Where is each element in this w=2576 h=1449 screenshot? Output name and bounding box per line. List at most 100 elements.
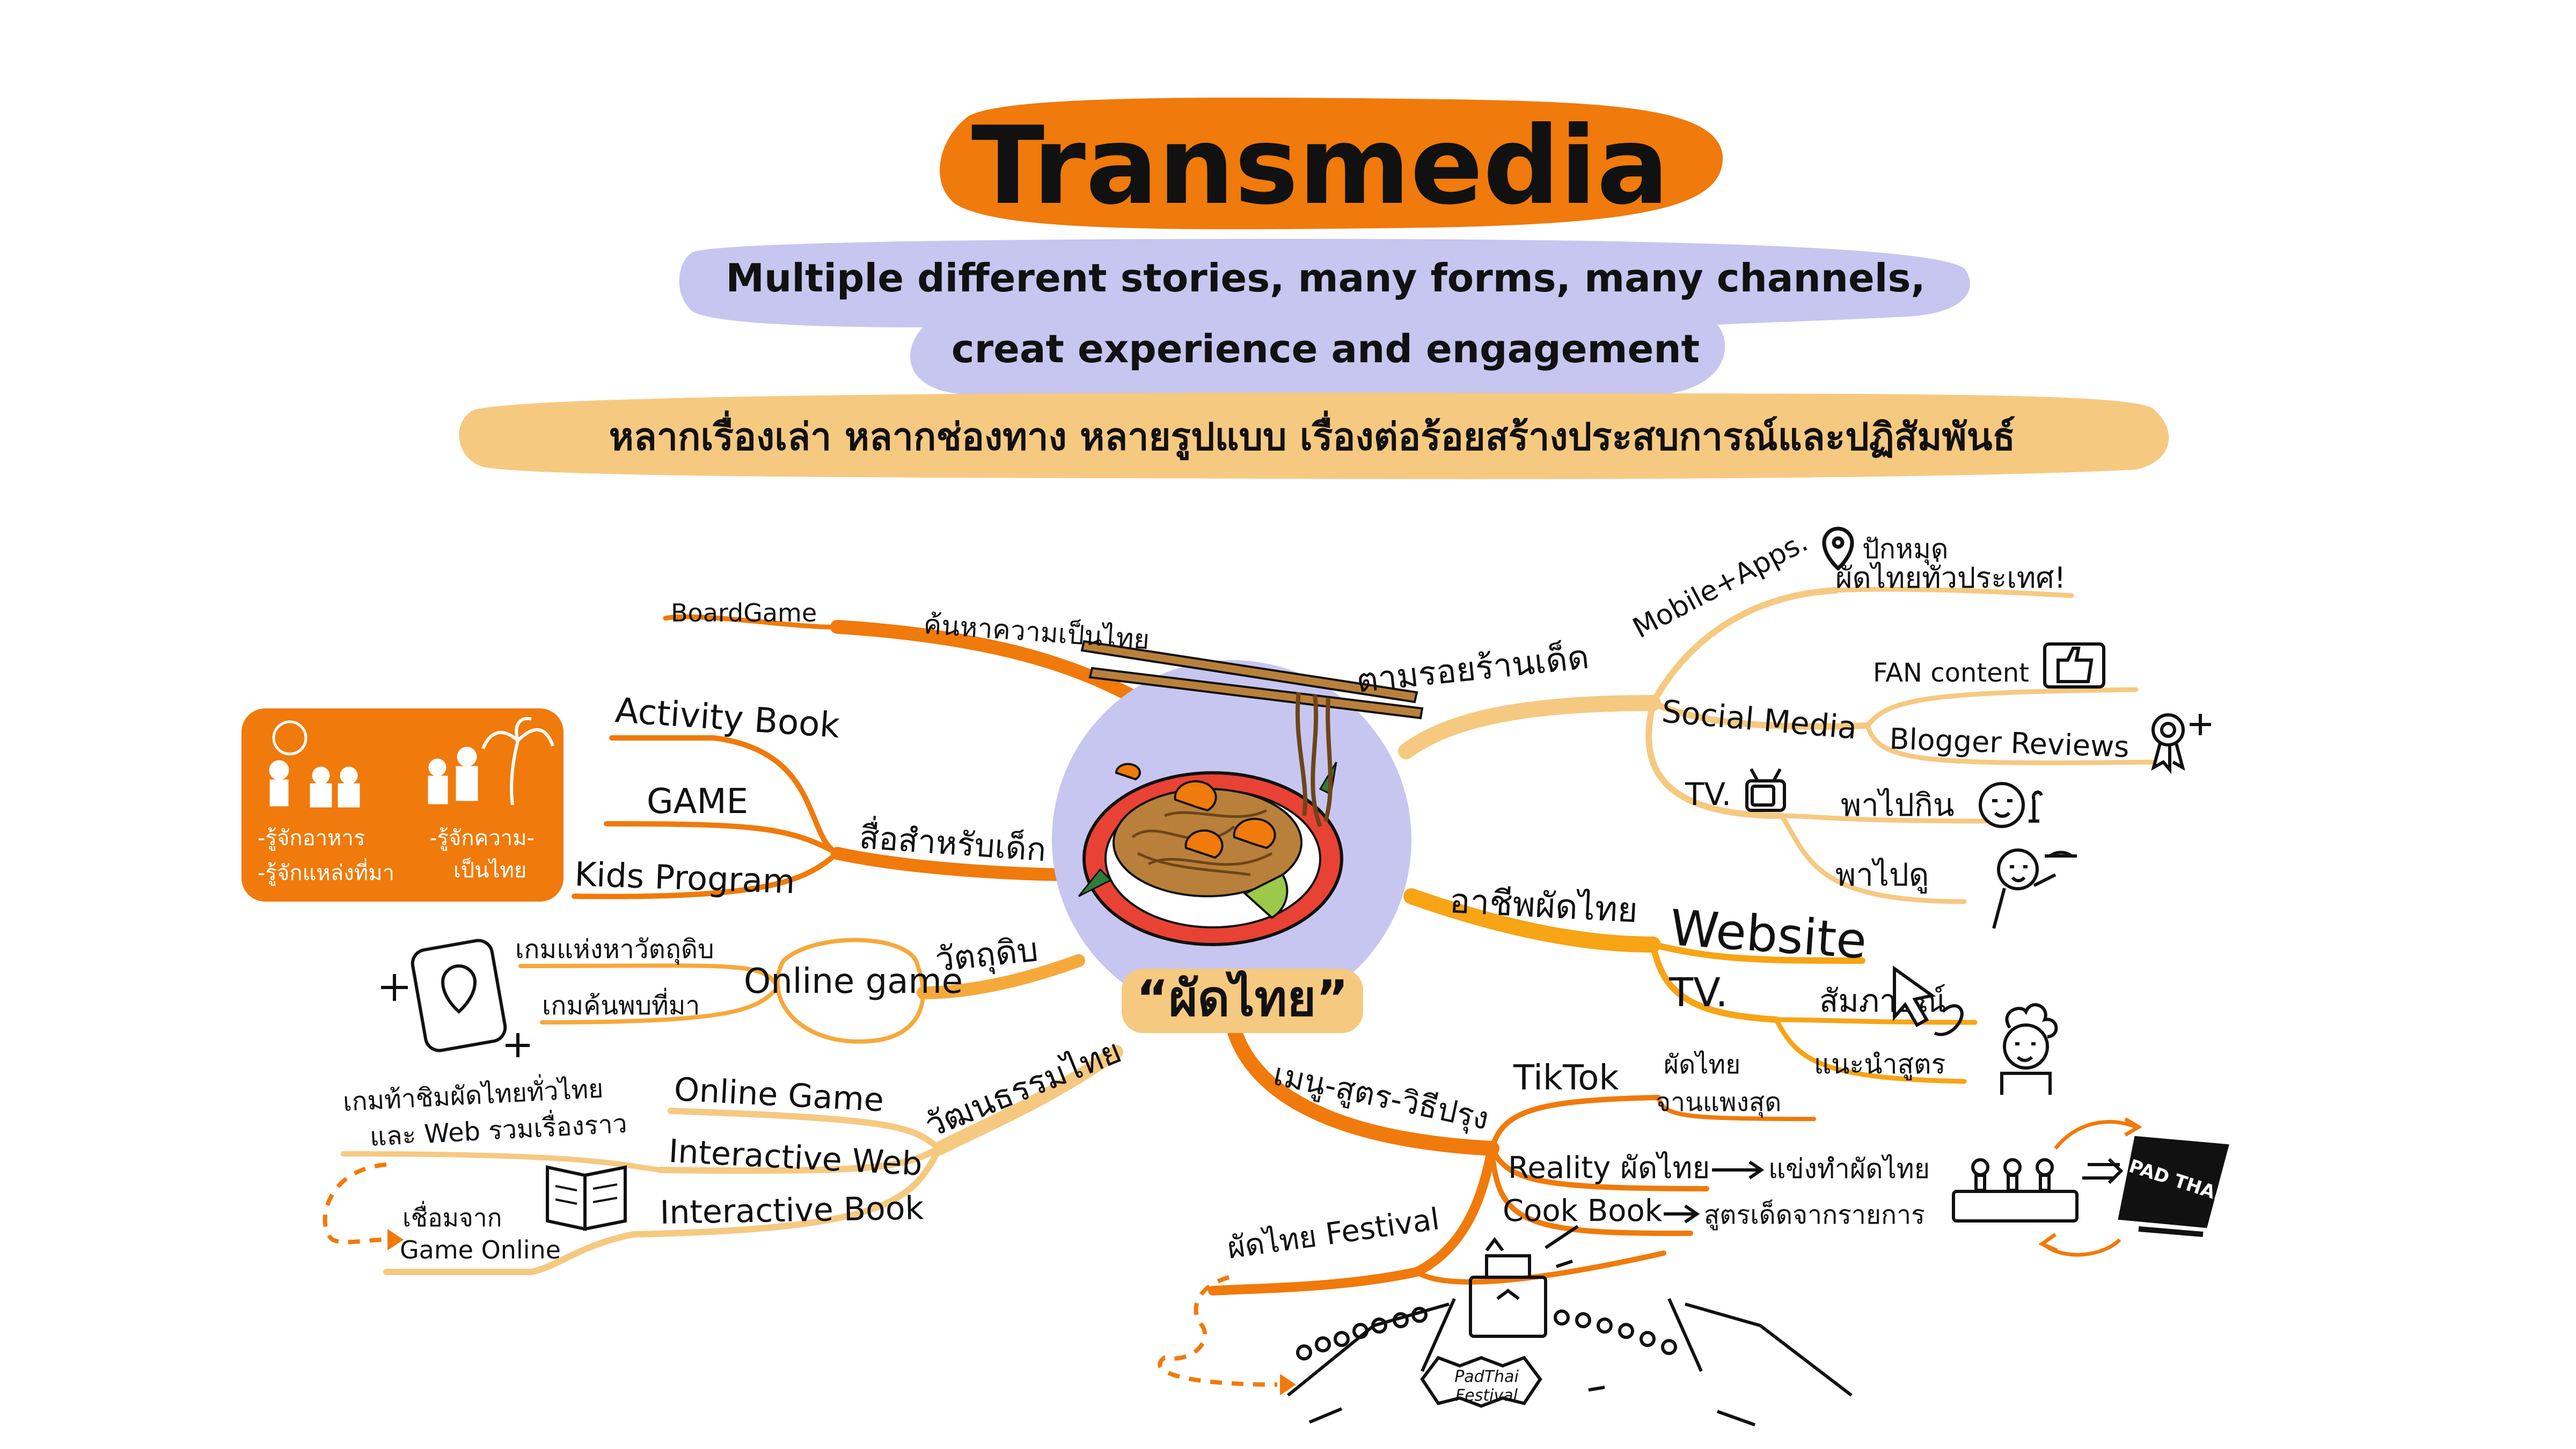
sidebox-left-line-1: -รู้จักอาหาร <box>258 826 365 851</box>
branch-trail-tv-1 <box>1779 813 1988 824</box>
header: Transmedia Multiple different stories, m… <box>459 97 2169 479</box>
title-text: Transmedia <box>971 104 1669 229</box>
reality-note: แข่งทำผัดไทย <box>1768 1153 1930 1184</box>
branch-kids <box>831 847 1085 881</box>
pin-line-2: ผัดไทยทั่วประเทศ! <box>1835 558 2066 595</box>
branch-trail-mobile <box>1650 587 1839 706</box>
branch-menu-reality <box>1489 1146 1709 1191</box>
waiter-icon <box>1992 848 2077 929</box>
tiktok-note-2: จานแพงสุด <box>1656 1087 1781 1118</box>
chopsticks-icon <box>1080 640 1424 720</box>
branch-menu-tiktok-2 <box>1656 1095 1816 1121</box>
career-tv-item-1: สัมภาษณ์ <box>1819 983 1946 1019</box>
kids-sidebox: -รู้จักอาหาร -รู้จักแหล่งที่มา -รู้จักคว… <box>241 708 564 902</box>
festival-arrowhead <box>1280 1374 1296 1395</box>
festival-label: ผัดไทย Festival <box>1225 1202 1441 1266</box>
ingredient-game-1: เกมแห่งหาวัตถุดิบ <box>515 934 714 965</box>
branch-career-tv <box>1650 941 1780 1023</box>
subtitle-line-2: creat experience and engagement <box>952 326 1700 371</box>
branch-trail-fan <box>1865 687 2139 728</box>
sidebox-right-line-1: -รู้จักความ- <box>429 826 535 851</box>
thai-tagline: หลากเรื่องเล่า หลากช่องทาง หลายรูปแบบ เร… <box>609 410 2016 460</box>
trail-branch-label: ตามรอยร้านเด็ด <box>1355 637 1591 700</box>
thai-banner <box>459 392 2169 479</box>
kids-program-label: Kids Program <box>574 854 795 901</box>
culture-interactive-web: Interactive Web <box>668 1132 923 1183</box>
thumbs-up-icon <box>2043 642 2105 689</box>
menu-branch-label: เมนู-สูตร-วิธีปรุง <box>1270 1056 1492 1138</box>
branch-culture-online <box>668 1108 942 1152</box>
career-tv-item-2: แนะนำสูตร <box>1814 1049 1945 1080</box>
branch-career-website <box>1650 941 1865 964</box>
fan-content-label: FAN content <box>1873 658 2029 688</box>
ingredient-game-2: เกมค้นพบที่มา <box>542 987 700 1021</box>
festival-badge-line-2: Festival <box>1455 1386 1518 1405</box>
branch-culture-web <box>657 1145 942 1174</box>
festival-crowd-icon <box>1287 1225 1853 1426</box>
career-branch-label: อาชีพผัดไทย <box>1448 881 1638 931</box>
center-node: “ผัดไทย” <box>1052 640 1424 1033</box>
cookbook-label: Cook Book <box>1503 1194 1663 1228</box>
branch-culture <box>932 1045 1123 1155</box>
sidebox-left-line-2: -รู้จักแหล่งที่มา <box>258 858 394 885</box>
branch-online-game-ring <box>775 938 925 1044</box>
reality-label: Reality ผัดไทย <box>1508 1151 1710 1185</box>
cursor-icon <box>1893 965 1964 1036</box>
blogger-reviews-label: Blogger Reviews <box>1889 722 2130 764</box>
tiktok-label: TikTok <box>1513 1058 1619 1098</box>
palm-tree-icon <box>481 716 554 806</box>
subtitle-banner <box>679 239 1970 400</box>
cycle-arrows-icon <box>2038 1117 2142 1257</box>
sidebox-right-line-2: เป็นไทย <box>453 857 526 883</box>
online-game-label: Online game <box>744 962 963 1001</box>
thai-people-icon <box>428 747 478 804</box>
shrimp-icon <box>1115 763 1276 859</box>
search-branch-label: ค้นหาความเป็นไทย <box>923 608 1151 655</box>
branch-culture-book <box>383 1145 942 1275</box>
culture-link-arrowhead <box>387 1229 404 1250</box>
branch-trail-tv-2 <box>1779 813 1967 904</box>
branch-kids-program <box>572 851 840 899</box>
lime-icon <box>1243 873 1289 919</box>
culture-note-line-1: เกมท้าชิมผัดไทยทั่วไทย <box>342 1071 604 1117</box>
branch-menu-festival <box>1414 1250 1666 1285</box>
culture-link-arrow <box>323 1162 387 1245</box>
game-label: GAME <box>647 782 748 822</box>
chef-icon <box>2000 1003 2058 1095</box>
center-label-bg <box>1122 969 1363 1033</box>
arrow-icons <box>1664 1158 2124 1224</box>
center-label: “ผัดไทย” <box>1136 970 1348 1027</box>
trail-tv-item-1: พาไปกิน <box>1841 787 1955 823</box>
branch-trail-pin <box>1833 587 2074 598</box>
branch-ingredients-game1 <box>518 963 780 990</box>
cookbook-note: สูตรเด็ดจากรายการ <box>1704 1199 1925 1231</box>
festival-arrow <box>1158 1275 1278 1387</box>
tv-icon <box>1745 768 1786 812</box>
open-book-icon <box>546 1165 627 1231</box>
culture-link-line-1: เชื่อมจาก <box>402 1201 502 1232</box>
left-labels: ค้นหาความเป็นไทย BoardGame สื่อสำหรับเด็… <box>323 598 1151 1264</box>
branch-culture-note <box>341 1151 663 1173</box>
location-pin-icon <box>1822 526 1854 571</box>
branch-kids-activity <box>609 735 840 856</box>
crowd-heads <box>1296 1307 1677 1360</box>
website-label: Website <box>1668 899 1868 970</box>
social-media-label: Social Media <box>1660 693 1858 747</box>
lifted-noodles <box>1295 692 1333 828</box>
pin-line-1: ปักหมุด <box>1862 533 1948 565</box>
noodle-strands <box>1131 809 1273 876</box>
branch-career-tv-2 <box>1774 1017 1967 1084</box>
cookbook-icon: PAD THAI <box>2118 1136 2229 1237</box>
title-banner <box>940 97 1723 230</box>
branch-trail-blogger <box>1865 723 2155 765</box>
culture-link-line-2: Game Online <box>400 1235 561 1264</box>
culture-branch-label: วัฒนธรรมไทย <box>919 1031 1126 1145</box>
people-eating-icon <box>269 720 360 808</box>
festival-badge <box>1420 1356 1542 1408</box>
eating-face-icon <box>1979 782 2043 828</box>
branch-kids-game <box>604 821 840 856</box>
subtitle-line-1: Multiple different stories, many forms, … <box>726 255 1925 301</box>
branch-trail-tv <box>1645 700 1785 819</box>
branch-trail-social <box>1650 700 1871 730</box>
